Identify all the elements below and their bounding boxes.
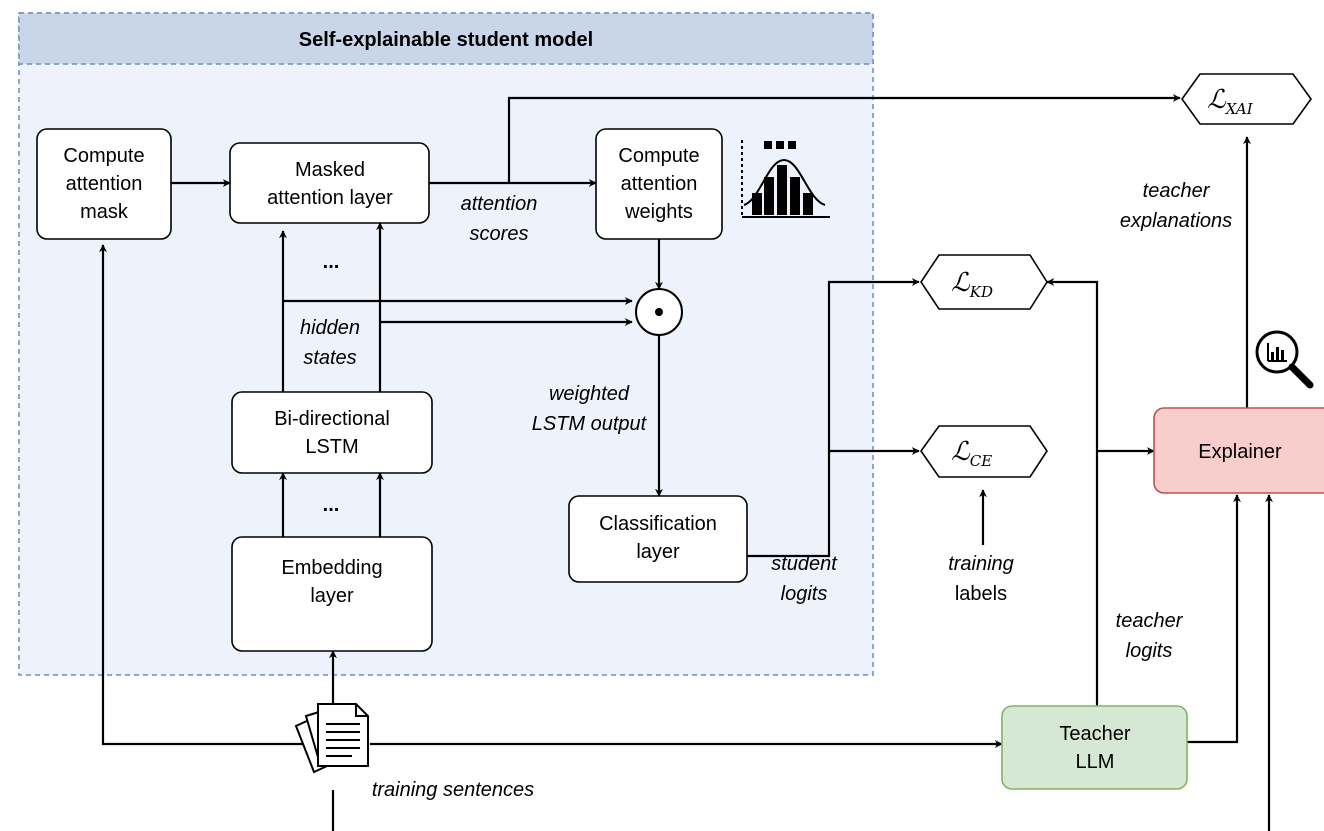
compute-attention-mask-node: Compute attention mask	[36, 128, 172, 240]
teacher-explanations-label-1: teacher	[1143, 180, 1211, 202]
teacher-to-explainer-edge	[1187, 494, 1241, 744]
embedding-line-1: Embedding	[281, 557, 382, 579]
teacher-logits-label-2: logits	[1126, 640, 1173, 662]
embedding-line-2: layer	[310, 585, 354, 607]
student-model-header	[18, 12, 874, 65]
documents-icon	[294, 703, 369, 774]
compute-mask-line-1: Compute	[63, 145, 144, 167]
compute-weights-line-1: Compute	[618, 145, 699, 167]
student-model-title: Self-explainable student model	[299, 29, 594, 51]
bilstm-line-2: LSTM	[305, 436, 358, 458]
edges	[99, 94, 1273, 831]
teacher-logits-label-1: teacher	[1116, 610, 1184, 632]
masked-attention-layer-node: Masked attention layer	[229, 142, 430, 224]
attention-scores-label-1: attention	[461, 193, 538, 215]
loss-kd-node: ℒKD	[920, 254, 1048, 310]
hidden-states-label-1: hidden	[300, 317, 360, 339]
attention-scores-label-2: scores	[470, 223, 529, 245]
student-model-container: Self-explainable student model	[18, 12, 874, 676]
student-logits-label-2: logits	[781, 583, 828, 605]
sentences-to-mask-edge	[99, 244, 305, 746]
elementwise-product-operator	[635, 288, 683, 336]
masked-attention-line-1: Masked	[295, 159, 365, 181]
bilstm-line-1: Bi-directional	[274, 408, 390, 430]
teacher-explanations-label-2: explanations	[1120, 210, 1232, 232]
hidden-states-label-2: states	[303, 347, 356, 369]
training-labels-label-2: labels	[955, 583, 1007, 605]
teacher-line-1: Teacher	[1059, 723, 1130, 745]
teacher-llm-node: Teacher LLM	[1001, 705, 1188, 790]
ellipsis-attention: ...	[323, 251, 340, 273]
weighted-output-label-1: weighted	[549, 383, 630, 405]
bi-directional-lstm-node: Bi-directional LSTM	[231, 391, 433, 474]
scores-to-xai-edge	[507, 94, 1181, 183]
compute-weights-line-2: attention	[621, 173, 698, 195]
compute-attention-weights-node: Compute attention weights	[595, 128, 723, 240]
embedding-layer-node: Embedding layer	[231, 536, 433, 652]
training-sentences-label: training sentences	[372, 779, 534, 801]
explainer-label: Explainer	[1198, 441, 1282, 463]
loss-xai-label: ℒXAI	[1207, 85, 1254, 118]
classification-line-1: Classification	[599, 513, 717, 535]
student-logits-label-1: student	[771, 553, 838, 575]
teacher-line-2: LLM	[1076, 751, 1115, 773]
classification-line-2: layer	[636, 541, 680, 563]
logits-to-kd-edge	[747, 278, 920, 558]
compute-weights-line-3: weights	[624, 201, 693, 223]
loss-xai-node: ℒXAI	[1181, 73, 1312, 125]
training-labels-label-1: training	[948, 553, 1014, 575]
teacher-logits-to-kd-edge	[1046, 278, 1099, 706]
weighted-output-label-2: LSTM output	[532, 413, 648, 435]
compute-mask-line-2: attention	[66, 173, 143, 195]
attention-distribution-icon	[741, 140, 830, 218]
loss-ce-node: ℒCE	[920, 425, 1048, 478]
magnifier-chart-icon	[1255, 330, 1314, 389]
classification-layer-node: Classification layer	[568, 495, 748, 583]
masked-attention-line-2: attention layer	[267, 187, 393, 209]
explainer-node: Explainer	[1153, 407, 1324, 494]
compute-mask-line-3: mask	[80, 201, 129, 223]
loss-ce-label: ℒCE	[951, 437, 992, 470]
ellipsis-embedding: ...	[323, 494, 340, 516]
loss-kd-label: ℒKD	[951, 268, 993, 301]
